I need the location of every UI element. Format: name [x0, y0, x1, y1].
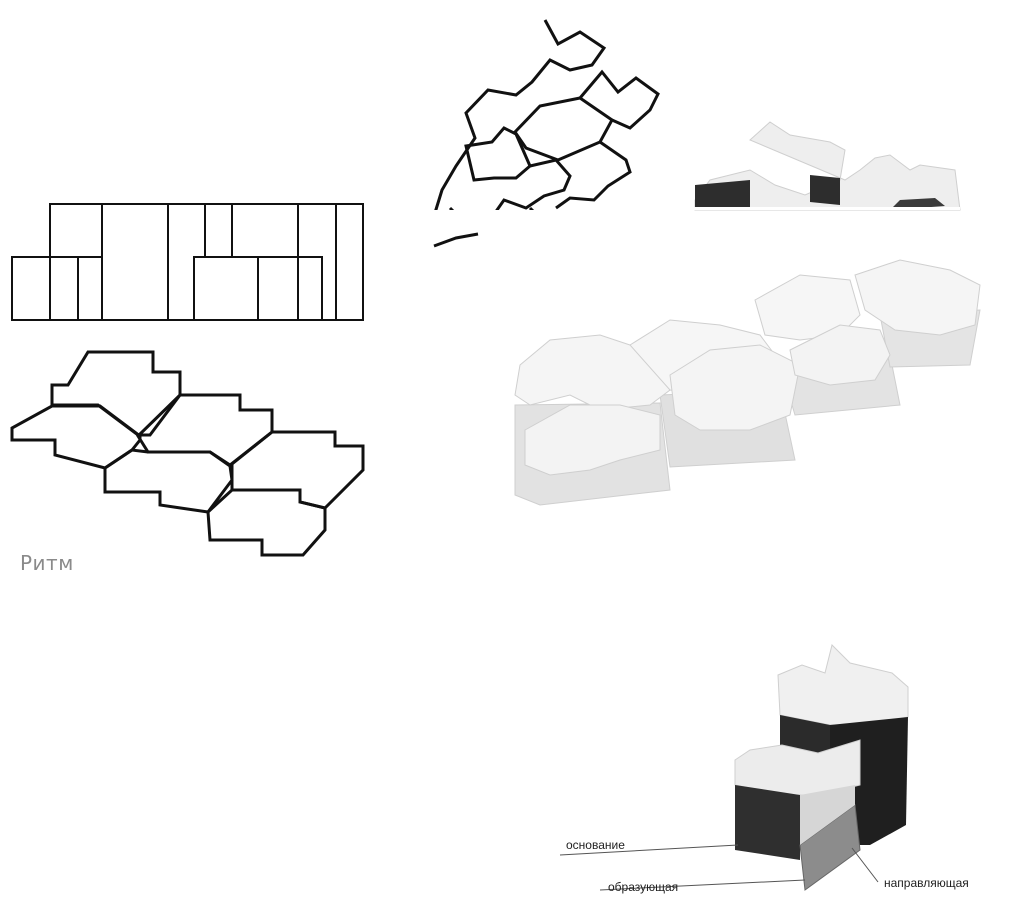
- label-generatrix: образующая: [608, 880, 678, 894]
- label-directrix: направляющая: [884, 876, 969, 890]
- label-base: основание: [566, 838, 625, 852]
